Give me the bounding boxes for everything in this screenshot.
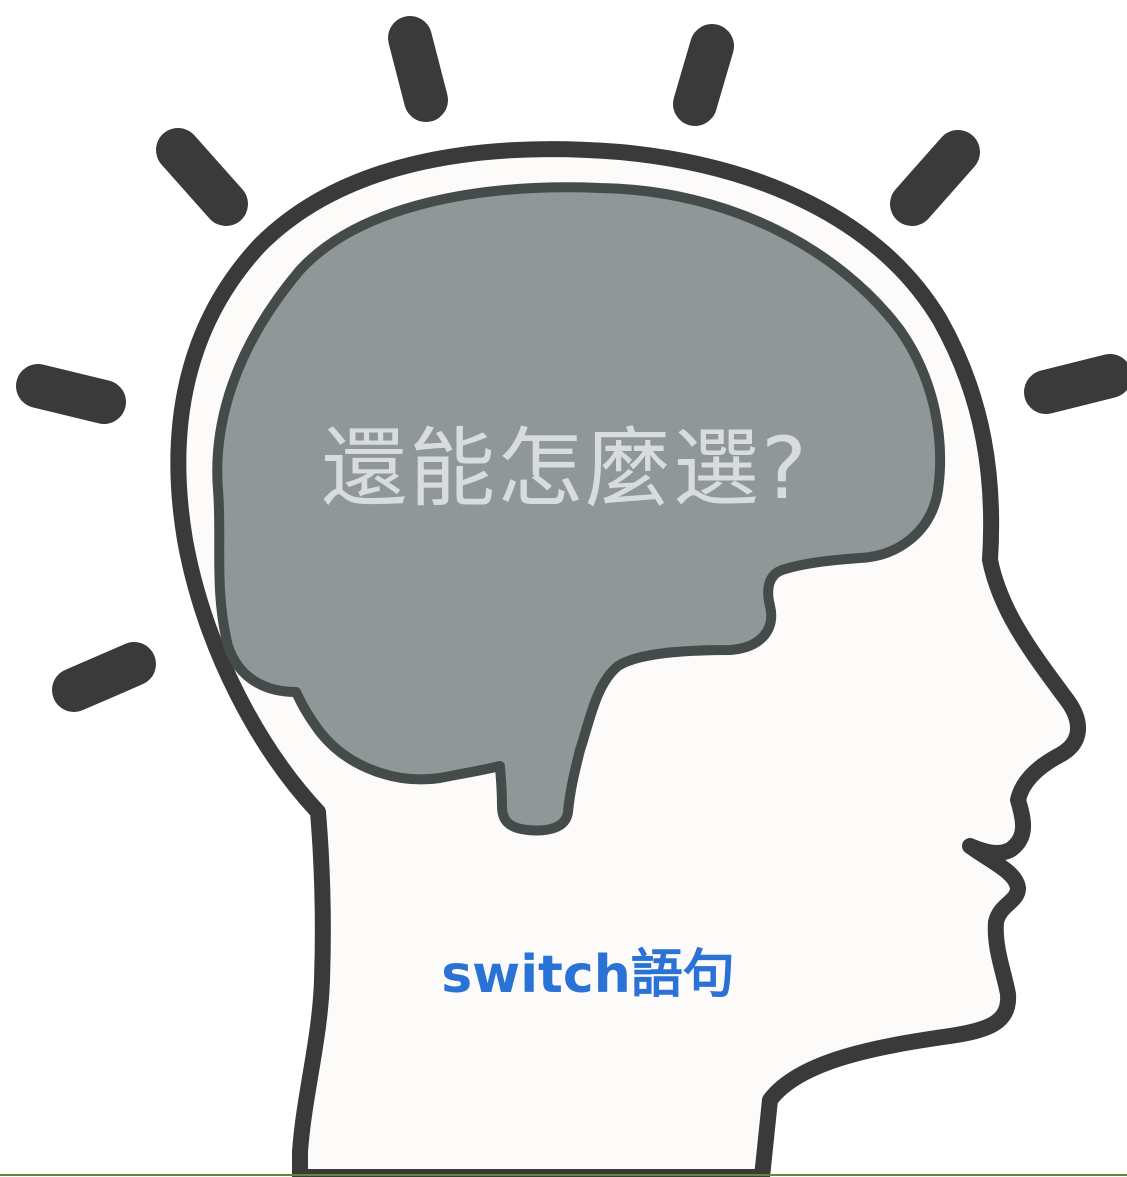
brain-icon [212, 182, 946, 836]
brain-question-text: 還能怎麼選? [321, 419, 809, 519]
ray-middle-left [16, 364, 126, 424]
ray-lower-left [52, 642, 156, 712]
ray-top-right [673, 24, 734, 126]
ray-middle-right [1024, 354, 1127, 414]
idea-rays-icon [16, 16, 1127, 712]
caption-text: switch語句 [441, 945, 735, 1005]
ray-upper-left [156, 128, 248, 226]
ray-top-left [388, 16, 448, 122]
ray-upper-right [890, 130, 980, 226]
